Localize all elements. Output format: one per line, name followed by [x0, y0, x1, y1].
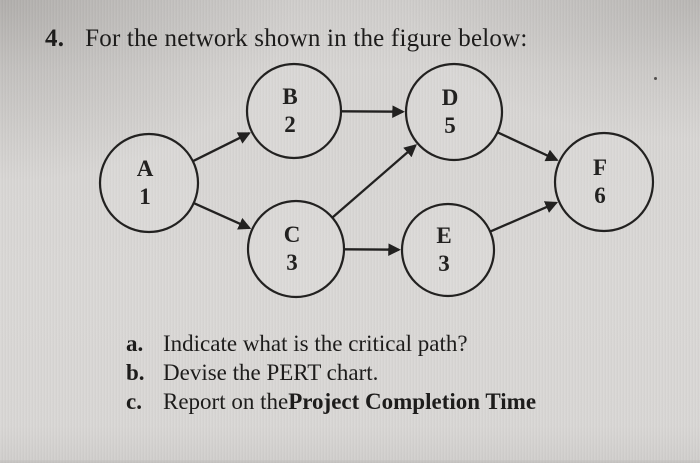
edge-arrow-C-D — [331, 144, 417, 219]
node-duration-F: 6 — [594, 183, 606, 208]
list-item: b. Devise the PERT chart. — [126, 358, 536, 387]
node-circle-B — [245, 62, 343, 160]
node-duration-C: 3 — [286, 250, 298, 275]
node-letter-D: D — [442, 85, 459, 110]
activity-node-A: A1 — [98, 132, 200, 234]
edge-arrow-D-F — [497, 131, 559, 162]
node-letter-A: A — [137, 156, 154, 181]
edge-arrow-A-C — [193, 202, 252, 230]
item-label: c. — [126, 389, 142, 414]
question-title-text: For the network shown in the figure belo… — [85, 25, 528, 52]
node-duration-A: 1 — [139, 184, 151, 209]
node-circle-C — [246, 199, 346, 299]
item-text: Indicate what is the critical path? — [163, 331, 468, 356]
activity-node-D: D5 — [404, 62, 504, 162]
list-item: c. Report on the Project Completion Time — [126, 387, 536, 416]
node-letter-B: B — [282, 84, 297, 109]
node-circle-F — [553, 131, 655, 233]
node-letter-E: E — [436, 223, 451, 248]
node-duration-B: 2 — [284, 112, 296, 137]
activity-node-E: E3 — [400, 202, 496, 298]
activity-node-F: F6 — [553, 131, 655, 233]
edge-arrow-A-B — [192, 132, 251, 163]
node-duration-E: 3 — [438, 251, 450, 276]
activity-node-C: C3 — [246, 199, 346, 299]
node-circle-A — [98, 132, 200, 234]
item-text: Devise the PERT chart. — [163, 360, 379, 385]
edge-arrow-E-F — [489, 201, 559, 233]
item-label: a. — [126, 331, 144, 356]
node-circle-D — [404, 62, 504, 162]
photo-dust-speck — [654, 77, 657, 80]
photo-edge — [0, 460, 700, 463]
list-item: a. Indicate what is the critical path? — [126, 329, 536, 358]
activity-node-B: B2 — [245, 62, 343, 160]
question-title: 4. For the network shown in the figure be… — [45, 22, 528, 55]
item-label: b. — [126, 360, 145, 385]
question-number: 4. — [45, 25, 65, 52]
node-letter-F: F — [593, 155, 607, 180]
node-circle-E — [400, 202, 496, 298]
item-text: Report on the — [163, 389, 289, 414]
item-text-bold: Project Completion Time — [288, 389, 537, 414]
question-list: a. Indicate what is the critical path? b.… — [126, 329, 536, 416]
node-duration-D: 5 — [444, 113, 456, 138]
node-letter-C: C — [284, 222, 301, 247]
